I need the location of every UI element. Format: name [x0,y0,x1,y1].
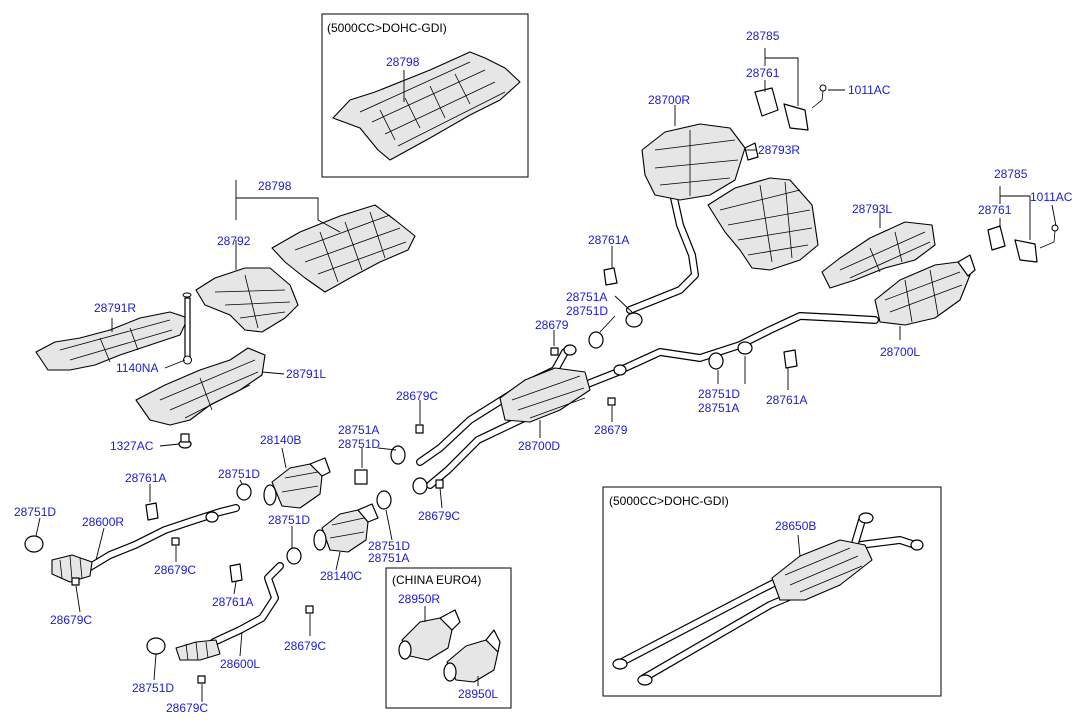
label-28751D-c: 28751D [338,437,380,451]
inset-china-euro4: (CHINA EURO4) 28950R 28950L [385,567,512,709]
label-28679-b: 28679 [594,423,628,437]
label-28793R: 28793R [758,143,800,157]
front-pipe-28600L [175,562,284,661]
label-28791R: 28791R [94,301,136,315]
heat-protector-28793L [821,221,936,289]
label-28792: 28792 [217,234,251,248]
label-28751A-c: 28751A [338,423,379,437]
label-1011AC-top: 1011AC [848,83,891,97]
label-28700L: 28700L [880,345,920,359]
label-28679C-d: 28679C [418,509,460,523]
gasket-28751-b [708,341,753,370]
inset-title-center-muffler: (5000CC>DOHC-GDI) [609,494,729,508]
label-28600R: 28600R [82,515,124,529]
gasket-28751-a [588,312,643,349]
label-28679C-c: 28679C [50,613,92,627]
label-1011AC-mid: 1011AC [1030,190,1073,204]
gasket-28751-c [354,445,428,510]
inset-title-china-euro4: (CHINA EURO4) [392,573,481,587]
inset-title-heat-protector: (5000CC>DOHC-GDI) [327,21,447,35]
label-28761-top: 28761 [746,66,780,80]
heat-protector-28793R [707,177,819,271]
heat-protector-inset-shape [332,51,521,161]
inset-heat-protector-gdi: (5000CC>DOHC-GDI) 28798 [321,13,529,178]
hanger-28761-top [754,84,827,131]
nut-28679-b [607,397,616,406]
label-28761A-b: 28761A [766,393,807,407]
label-28679C-e: 28679C [284,639,326,653]
label-28751D-g: 28751D [368,539,410,553]
nut-1327AC [178,433,192,449]
rear-muffler-28700L [621,254,976,372]
label-28140C: 28140C [320,569,362,583]
label-28793L: 28793L [852,202,892,216]
label-28751D-b: 28751D [698,387,740,401]
hanger-28761A-a [603,267,618,286]
label-28761A-c: 28761A [125,471,166,485]
nut-28679C-bf [71,537,314,684]
label-28751D-e: 28751D [14,505,56,519]
label-28761A-a: 28761A [588,233,629,247]
front-pipe-28600R [51,504,240,583]
center-muffler-28700D [416,344,627,489]
label-28791L: 28791L [286,367,326,381]
label-1327AC: 1327AC [110,439,154,453]
label-28798: 28798 [258,179,292,193]
catalytic-converter-28140C [313,503,379,553]
label-28761A-d: 28761A [212,595,253,609]
hanger-28761-mid [987,224,1059,263]
heat-protector-28791R [35,311,189,371]
part-labels: 28798 28792 28791R 1140NA 28791L 1327AC … [14,29,1073,715]
bolt-1140NA [182,292,192,365]
label-28785-top: 28785 [746,29,780,43]
label-28751A-a: 28751A [566,290,607,304]
label-28700R: 28700R [648,93,690,107]
catalyst-28950L [446,639,499,683]
heat-protector-28791L [135,347,266,426]
hanger-28761A-b [783,349,798,369]
inset-center-muffler-gdi: (5000CC>DOHC-GDI) 28650B [602,486,942,697]
label-28679C-b: 28679C [154,563,196,577]
leader-lines [35,48,1057,702]
label-28751A-b: 28751A [698,401,739,415]
label-28751A-g: 28751A [368,551,409,565]
label-28679C-f: 28679C [166,701,208,715]
label-28600L: 28600L [220,657,260,671]
label-28751D-h: 28751D [132,681,174,695]
label-28785-mid: 28785 [994,167,1028,181]
catalytic-converter-28140B [263,457,331,509]
label-28950R: 28950R [398,592,440,606]
catalyst-28950R [401,617,453,661]
hanger-28761A-cd [145,502,243,583]
rear-muffler-28700R [626,123,759,314]
label-28700D: 28700D [518,439,560,453]
center-muffler-gdi-body [771,539,873,601]
label-28761-mid: 28761 [978,203,1012,217]
label-28679C-a: 28679C [396,389,438,403]
heat-protector-28792 [195,267,299,333]
label-28679-a: 28679 [535,318,569,332]
heat-protector-28798 [271,204,416,293]
label-28798-inset: 28798 [386,55,420,69]
label-1140NA: 1140NA [116,361,158,375]
label-28751D-d: 28751D [218,467,260,481]
label-28140B: 28140B [260,433,301,447]
label-28950L: 28950L [458,687,498,701]
nut-28679-a [550,347,559,356]
nut-28679C-a [415,424,444,489]
label-28751D-f: 28751D [268,513,310,527]
label-28650B: 28650B [775,519,816,533]
label-28751D-a: 28751D [566,304,608,318]
